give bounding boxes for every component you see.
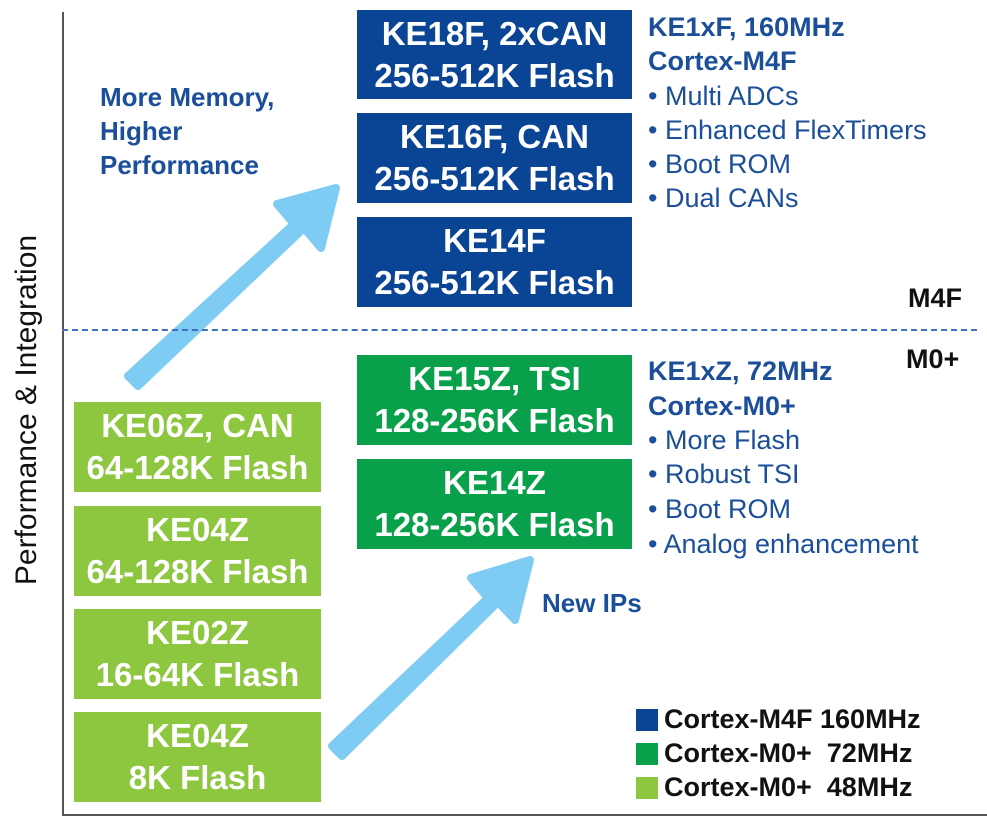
- m4f-m0-divider: [62, 329, 977, 331]
- legend-label-m0-72: Cortex-M0+ 72MHz: [664, 738, 913, 768]
- m4f-feature-item: • Boot ROM: [648, 149, 791, 179]
- lower-arrow-icon: [328, 556, 534, 760]
- legend-swatch-m4f: [636, 709, 658, 731]
- more-memory-callout: More Memory, Higher Performance: [100, 82, 275, 180]
- m0-feature-item: • More Flash: [648, 425, 800, 455]
- m4f-feature-item: • Multi ADCs: [648, 81, 799, 111]
- m0-family-title: KE1xZ, 72MHz: [648, 356, 833, 386]
- legend-swatch-m0-48: [636, 777, 658, 799]
- legend-label-m4f: Cortex-M4F 160MHz: [664, 704, 921, 734]
- m0-feature-item: • Analog enhancement: [648, 529, 919, 559]
- m4f-core-title: Cortex-M4F: [648, 46, 797, 76]
- m4f-feature-item: • Enhanced FlexTimers: [648, 115, 927, 145]
- y-axis-line: [62, 12, 64, 816]
- legend-swatch-m0-72: [636, 743, 658, 765]
- legend-label-m0-48: Cortex-M0+ 48MHz: [664, 772, 913, 802]
- m4f-core-label: M4F: [908, 283, 962, 313]
- m0-feature-item: • Robust TSI: [648, 459, 800, 489]
- m0plus-core-label: M0+: [906, 344, 960, 374]
- m0-core-title: Cortex-M0+: [648, 391, 796, 421]
- m0-feature-item: • Boot ROM: [648, 494, 791, 524]
- m4f-feature-item: • Dual CANs: [648, 183, 799, 213]
- upper-arrow-icon: [124, 184, 340, 390]
- m4f-family-title: KE1xF, 160MHz: [648, 12, 845, 42]
- new-ips-callout: New IPs: [542, 588, 642, 618]
- x-axis-line: [62, 814, 987, 816]
